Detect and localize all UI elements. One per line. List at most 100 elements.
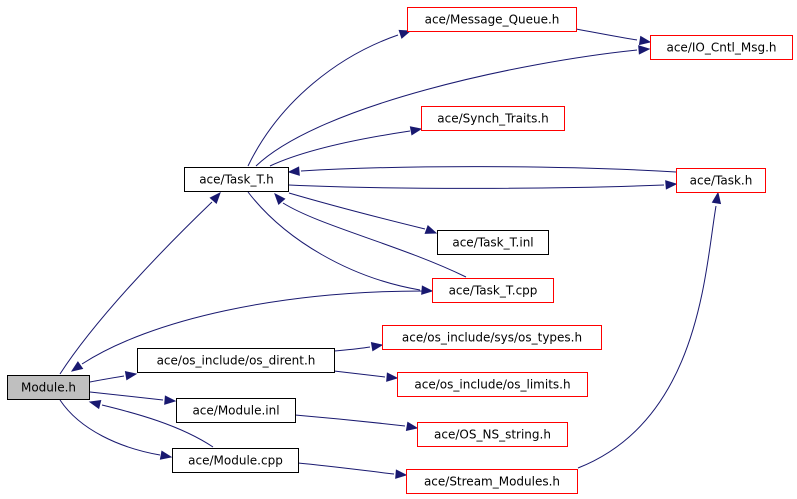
arrowhead-icon [274,192,286,205]
node-message-queue[interactable]: ace/Message_Queue.h [407,7,577,32]
node-label: ace/Module.cpp [188,454,283,468]
node-module-cpp[interactable]: ace/Module.cpp [172,448,299,473]
arrowhead-icon [386,372,399,382]
arrowhead-icon [421,285,434,295]
edge-stream-modules-to-task-h [577,191,722,469]
arrowhead-icon [159,450,173,460]
edge-line [577,205,717,469]
node-label: ace/os_include/sys/os_types.h [402,331,582,345]
arrowhead-icon [124,371,138,381]
node-stream-modules[interactable]: ace/Stream_Modules.h [406,469,578,494]
edge-line [333,370,386,378]
node-box [650,35,793,60]
node-task-h[interactable]: ace/Task.h [676,168,766,193]
arrowhead-icon [409,126,423,136]
edge-task-t-cpp-to-module-h [70,290,433,372]
node-box [407,7,577,32]
edge-line [247,191,421,291]
node-box [172,448,299,473]
node-task-t-h[interactable]: ace/Task_T.h [184,167,289,192]
node-io-cntl-msg[interactable]: ace/IO_Cntl_Msg.h [650,35,793,60]
arrowhead-icon [287,166,300,176]
arrowhead-icon [405,421,419,431]
edges-layer [59,28,722,479]
node-module-inl[interactable]: ace/Module.inl [176,398,296,423]
edge-line [89,375,125,383]
node-label: ace/Message_Queue.h [425,13,560,27]
arrowhead-icon [88,399,102,410]
node-box [397,372,588,397]
edge-line [300,166,677,173]
arrowhead-icon [370,342,384,352]
edge-module-inl-to-os-ns-string [294,414,419,431]
node-box [421,106,565,131]
node-box [137,348,335,373]
edge-line [294,414,406,427]
edge-line [575,28,638,41]
edge-line [269,130,411,167]
node-label: ace/Task_T.cpp [449,284,538,298]
nodes-layer: Module.h ace/Task_T.h ace/Message_Queue.ha… [7,7,793,494]
edge-line [288,184,665,189]
node-label: ace/Task.h [690,174,753,188]
edge-task-t-h-to-synch-traits [269,126,423,167]
node-label: ace/os_include/os_limits.h [414,378,570,392]
node-box [437,230,549,255]
node-task-t-inl[interactable]: ace/Task_T.inl [437,230,549,255]
node-box [184,167,289,192]
edge-line [59,399,161,456]
node-label: ace/OS_NS_string.h [434,428,551,442]
arrowhead-icon [398,29,412,39]
node-label: Module.h [21,381,76,395]
edge-line [89,391,164,401]
node-os-ns-string[interactable]: ace/OS_NS_string.h [417,422,568,447]
node-box [417,422,568,447]
node-task-t-cpp[interactable]: ace/Task_T.cpp [432,278,554,303]
node-box [432,278,554,303]
node-module-h: Module.h [7,375,90,400]
edge-message-queue-to-io-cntl-msg [575,28,652,46]
node-label: ace/Task_T.inl [452,236,533,250]
node-os-types[interactable]: ace/os_include/sys/os_types.h [382,325,602,350]
arrowhead-icon [424,224,438,234]
node-box [406,469,578,494]
edge-task-t-h-to-message-queue [247,29,412,167]
edge-os-dirent-to-os-limits [333,370,399,382]
node-os-limits[interactable]: ace/os_include/os_limits.h [397,372,588,397]
node-label: ace/Stream_Modules.h [424,475,560,489]
edge-module-h-to-os-dirent [89,371,138,383]
edge-task-t-h-to-task-t-cpp [247,191,434,295]
edge-line [333,346,371,352]
arrowhead-icon [70,361,84,372]
node-label: ace/Task_T.h [199,173,274,187]
arrowhead-icon [711,191,722,205]
node-box [7,375,90,400]
edge-os-dirent-to-os-types [333,342,384,352]
edge-line [101,404,214,448]
arrowhead-icon [638,45,651,55]
edge-line [247,34,399,167]
node-box [676,168,766,193]
node-label: ace/Module.inl [192,404,279,418]
arrowhead-icon [665,180,678,190]
arrowhead-icon [638,35,652,46]
edge-task-t-cpp-to-task-t-h [274,192,467,278]
edge-line [59,201,213,375]
edge-module-cpp-to-stream-modules [297,462,408,479]
edge-task-t-h-to-task-h [288,180,678,190]
node-os-dirent[interactable]: ace/os_include/os_dirent.h [137,348,335,373]
edge-task-h-to-task-t-h [287,166,677,176]
node-label: ace/IO_Cntl_Msg.h [666,41,776,55]
edge-line [297,462,395,475]
arrowhead-icon [209,191,221,204]
node-synch-traits[interactable]: ace/Synch_Traits.h [421,106,565,131]
edge-line [288,192,426,230]
edge-task-t-h-to-task-t-inl [288,192,438,234]
node-label: ace/Synch_Traits.h [437,112,548,126]
edge-module-h-to-task-t-h [59,191,221,375]
edge-line [81,290,433,365]
edge-module-cpp-to-module-h [88,399,214,448]
edge-line [255,49,638,167]
node-label: ace/os_include/os_dirent.h [157,354,316,368]
